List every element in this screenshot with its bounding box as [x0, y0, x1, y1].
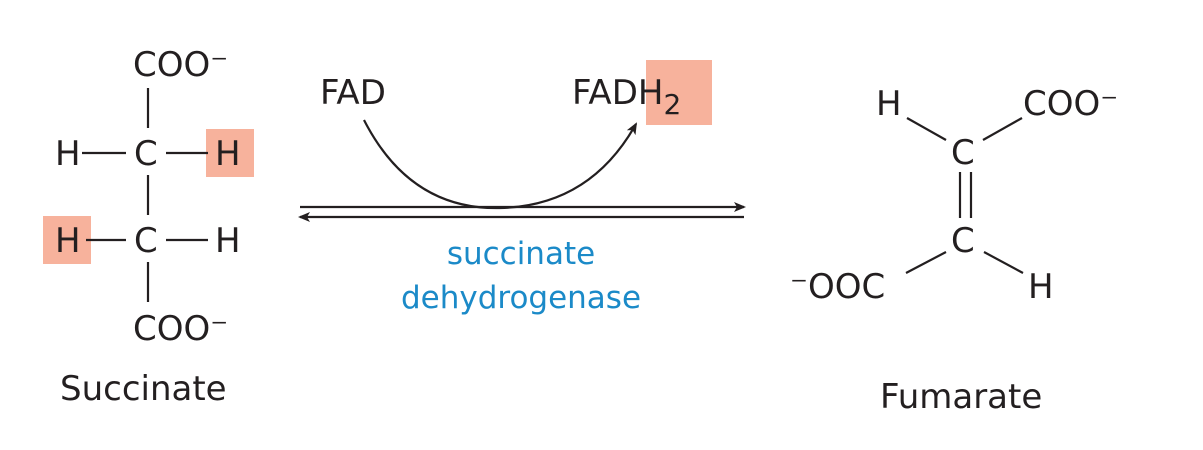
highlight-box — [206, 129, 254, 177]
highlight-box — [646, 60, 712, 125]
fumarate-structure: H C COO⁻ C ⁻OOC H Fumarate — [790, 84, 1118, 417]
atom-c: C — [951, 221, 975, 261]
atom-h-highlighted: H — [215, 134, 241, 174]
atom-h: H — [1028, 267, 1054, 307]
succinate-structure: COO⁻ H C H H C H COO⁻ Succinate — [43, 45, 254, 409]
atom-h-highlighted: H — [55, 221, 81, 261]
enzyme-label-line1: succinate — [447, 236, 595, 272]
fadh2-label: FADH2 — [572, 73, 681, 121]
atom-h: H — [876, 84, 902, 124]
atom-h: H — [215, 221, 241, 261]
bond — [983, 251, 1024, 274]
bond — [906, 117, 947, 141]
carboxylate-top: COO⁻ — [133, 45, 228, 85]
atom-c: C — [134, 221, 158, 261]
enzyme-label-line2: dehydrogenase — [401, 280, 641, 316]
highlight-box — [43, 216, 91, 264]
carboxylate-bottom: COO⁻ — [133, 309, 228, 349]
carboxylate-top: COO⁻ — [1023, 84, 1118, 124]
carboxylate-bottom: ⁻OOC — [790, 267, 885, 307]
atom-c: C — [951, 133, 975, 173]
curved-arrow-icon — [363, 119, 637, 210]
atom-c: C — [134, 134, 158, 174]
atom-h: H — [55, 134, 81, 174]
bond — [982, 117, 1023, 141]
reaction-arrows: FAD FADH2 succinate dehydrogenase — [298, 60, 746, 316]
fad-label: FAD — [320, 73, 386, 113]
bond — [905, 251, 947, 274]
fumarate-label: Fumarate — [880, 377, 1042, 417]
succinate-label: Succinate — [60, 369, 227, 409]
